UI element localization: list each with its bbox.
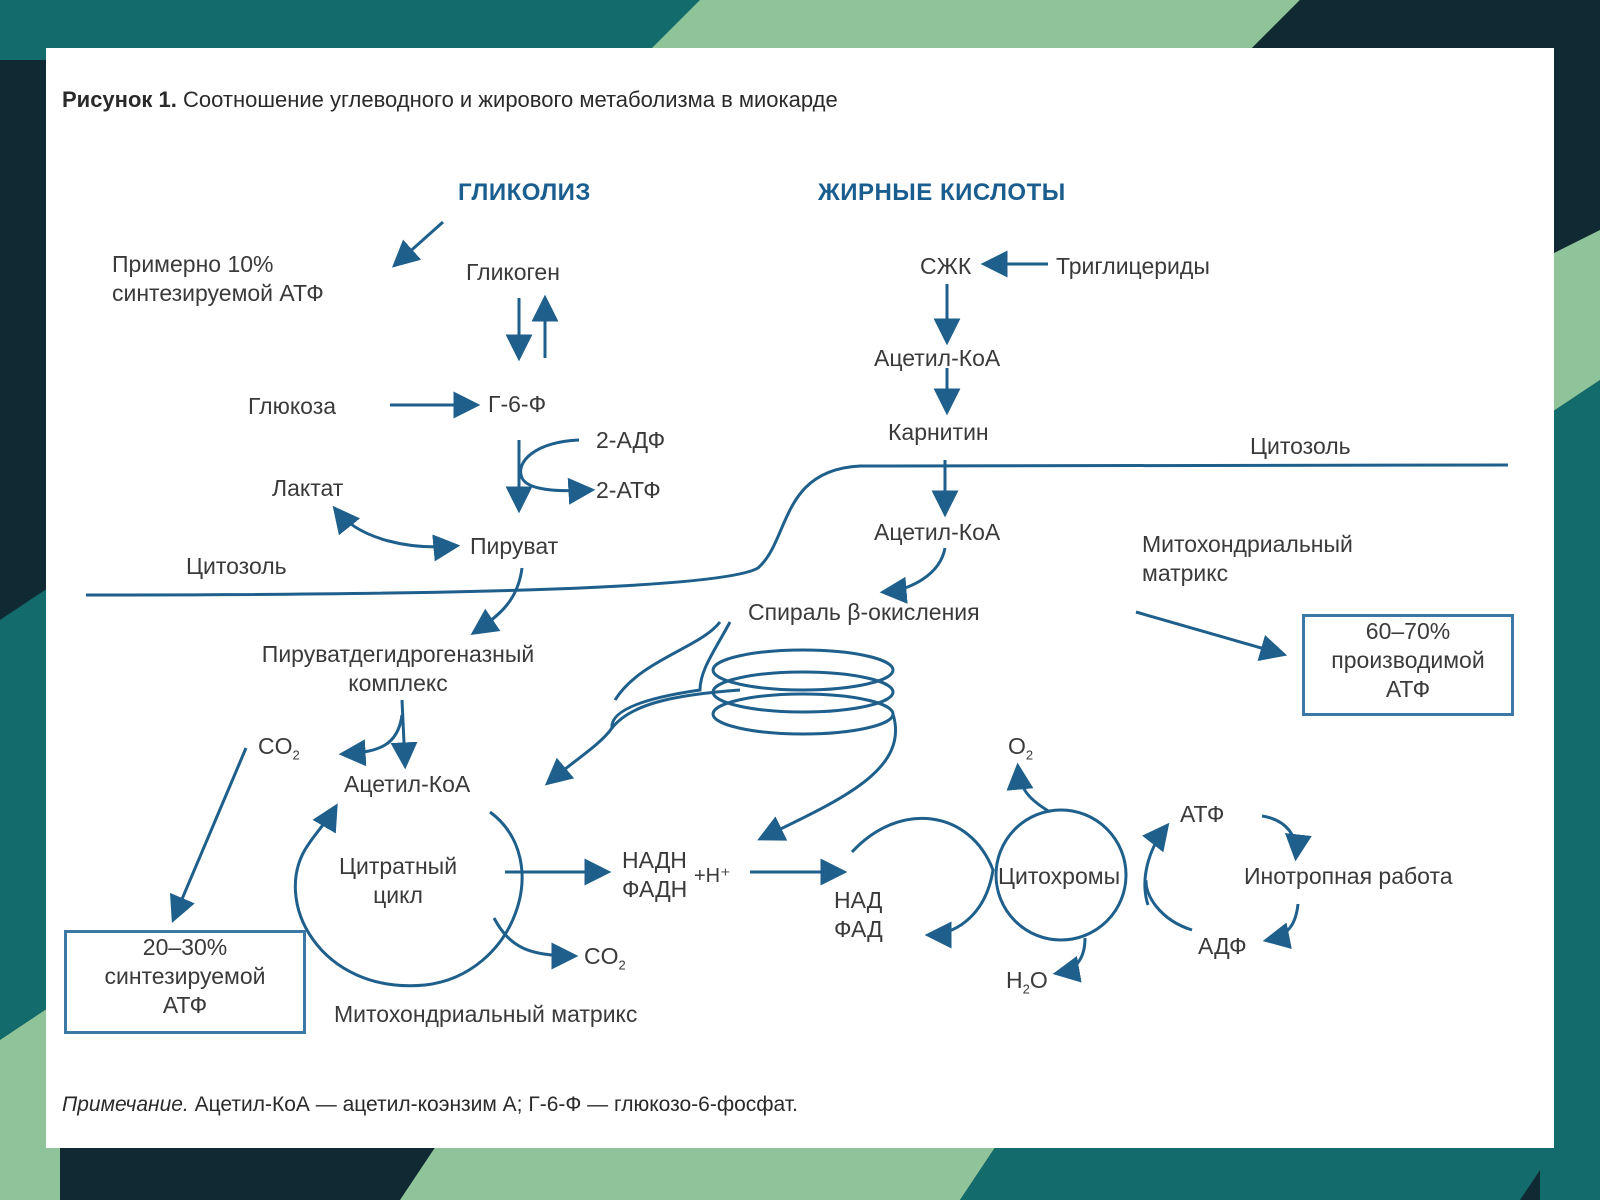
arrow-pdh-to-co2 — [338, 714, 404, 767]
label-cytosol-right: Цитозоль — [1250, 433, 1351, 459]
beta-spiral-ring-2 — [711, 670, 895, 714]
beta-spiral-ring-3 — [711, 692, 895, 736]
node-atp: АТФ — [1180, 801, 1225, 827]
label-approx-10pct-line2: синтезируемой АТФ — [112, 279, 324, 306]
node-beta-spiral: Спираль β-окисления — [748, 599, 980, 625]
node-triglycerides: Триглицериды — [1056, 253, 1210, 279]
arrow-lactate-pyruvate — [332, 505, 461, 562]
node-cytochromes: Цитохромы — [998, 863, 1121, 889]
note-text: Ацетил-КоА — ацетил-коэнзим А; Г-6-Ф — г… — [188, 1093, 798, 1116]
node-acetyl-coa-fa2: Ацетил-КоА — [874, 519, 1001, 545]
curve-adp-atp — [519, 438, 596, 505]
node-nadh: НАДН ФАДН — [622, 846, 687, 904]
label-mito-matrix-right: Митохондриальный матрикс — [1142, 530, 1353, 588]
arrow-co2-to-left-box — [169, 747, 248, 923]
node-pdh-complex: Пируватдегидрогеназный комплекс — [242, 640, 554, 698]
h2o-sub: 2 — [1022, 981, 1030, 997]
box-left-line2: синтезируемой — [104, 962, 266, 989]
co2-bottom-text: CO — [584, 943, 619, 969]
node-carnitine: Карнитин — [888, 419, 989, 445]
node-ffa: СЖК — [920, 253, 972, 279]
node-g6p: Г-6-Ф — [488, 391, 547, 417]
arrow-cytochrome-to-atp — [1142, 822, 1170, 906]
figure-title-prefix: Рисунок 1. — [62, 87, 177, 112]
label-approx-10pct: Примерно 10% синтезируемой АТФ — [112, 250, 324, 308]
figure-title-text: Соотношение углеводного и жирового метаб… — [176, 87, 838, 112]
mito-right-line1: Митохондриальный — [1142, 531, 1353, 557]
arrow-atp-to-inotropic — [1261, 814, 1312, 862]
node-h-plus: +H⁺ — [694, 865, 731, 887]
node-pyruvate: Пируват — [470, 533, 559, 559]
nadh-text: НАДН — [622, 847, 687, 873]
header-fatty-acids: ЖИРНЫЕ КИСЛОТЫ — [818, 179, 1066, 206]
arrow-cytochrome-to-h2o — [1052, 937, 1087, 983]
beta-spiral-to-acetylcoa — [544, 621, 732, 786]
node-glycogen: Гликоген — [466, 259, 560, 285]
o2-sub: 2 — [1025, 747, 1034, 763]
node-citrate-cycle: Цитратный цикл — [318, 852, 478, 910]
citrate-line2: цикл — [373, 881, 423, 908]
label-mito-matrix-bottom: Митохондриальный матрикс — [334, 1001, 638, 1027]
node-2-atp: 2-АТФ — [596, 477, 661, 503]
arrow-cytochrome-to-nad — [850, 816, 995, 949]
citrate-cycle-circle — [293, 803, 524, 988]
box-left-line3: АТФ — [162, 991, 208, 1018]
co2-top-text: CO — [258, 733, 293, 759]
box-right-line1: 60–70% — [1365, 618, 1451, 644]
fad-text: ФАД — [834, 915, 883, 942]
arrow-cytochrome-to-o2 — [1006, 762, 1051, 814]
mito-right-line2: матрикс — [1142, 559, 1229, 586]
node-co2-top: CO2 — [258, 732, 300, 764]
arrow-glycolysis-to-10pct — [391, 220, 444, 268]
cytosol-membrane-line — [85, 463, 1509, 597]
h2o-h-text: H — [1006, 967, 1023, 993]
co2-top-sub: 2 — [292, 747, 300, 763]
beta-spiral-ring-1 — [711, 648, 895, 692]
node-glucose: Глюкоза — [248, 393, 337, 419]
box-left-line1: 20–30% — [142, 934, 228, 960]
arrow-acetylcoa2-to-spiral — [879, 547, 947, 604]
node-inotropic-work: Инотропная работа — [1244, 863, 1453, 889]
node-acetyl-coa-main: Ацетил-КоА — [344, 771, 471, 797]
arrow-pdh-to-acetylcoa — [390, 699, 418, 770]
arrow-matrix-to-right-box — [1135, 610, 1288, 662]
box-right-line2: производимой — [1331, 646, 1485, 673]
node-lactate: Лактат — [272, 475, 344, 501]
box-60-70pct: 60–70% производимой АТФ — [1302, 614, 1514, 716]
node-adp: АДФ — [1198, 933, 1247, 959]
label-cytosol-left: Цитозоль — [186, 553, 287, 579]
fadh-text: ФАДН — [622, 875, 688, 902]
box-20-30pct: 20–30% синтезируемой АТФ — [64, 930, 306, 1034]
beta-spiral-upper-links — [610, 621, 741, 729]
node-nad-fad: НАД ФАД — [834, 886, 883, 944]
node-h2o: H2O — [1006, 966, 1048, 998]
citrate-line1: Цитратный — [338, 853, 458, 879]
header-glycolysis: ГЛИКОЛИЗ — [458, 179, 591, 206]
nad-text: НАД — [834, 887, 883, 913]
arrow-cycle-to-co2 — [492, 917, 579, 970]
figure-title: Рисунок 1. Соотношение углеводного и жир… — [62, 86, 838, 114]
note-label: Примечание. — [62, 1093, 189, 1116]
node-pdh-line2: комплекс — [348, 669, 448, 696]
node-o2: O2 — [1008, 732, 1033, 764]
h2o-o-text: O — [1029, 967, 1048, 993]
cytochrome-circle — [994, 808, 1128, 942]
node-pdh-line1: Пируватдегидрогеназный — [261, 641, 535, 667]
arrow-adp-to-cytochrome — [1144, 879, 1193, 932]
node-acetyl-coa-fa1: Ацетил-КоА — [874, 345, 1001, 371]
co2-bottom-sub: 2 — [618, 957, 626, 973]
label-approx-10pct-line1: Примерно 10% — [112, 251, 274, 277]
node-co2-bottom: CO2 — [584, 942, 626, 974]
figure-note: Примечание. Ацетил-КоА — ацетил-коэнзим … — [62, 1092, 798, 1118]
box-right-line3: АТФ — [1385, 675, 1431, 702]
node-2-adp: 2-АДФ — [596, 427, 666, 453]
arrow-pyruvate-to-pdh — [470, 567, 524, 636]
o2-text: O — [1008, 733, 1026, 759]
beta-spiral-to-nadh — [757, 713, 897, 841]
arrow-inotropic-to-adp — [1262, 903, 1300, 949]
